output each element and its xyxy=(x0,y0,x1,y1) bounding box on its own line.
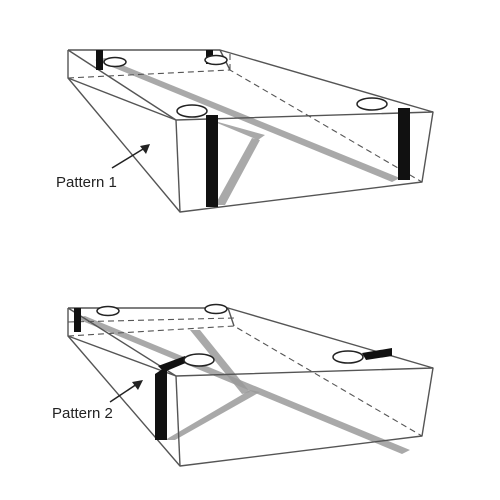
pattern-1-strap-back-left xyxy=(96,50,103,70)
pattern-2-strap-front-left xyxy=(155,366,167,440)
pattern-1-box xyxy=(67,49,434,213)
pattern-2-strap-top-left xyxy=(158,356,188,372)
pattern-1-strap-shadow-b xyxy=(210,120,265,140)
pattern-1-strap-front-right xyxy=(398,108,410,180)
pattern-2-strap-shadow-c xyxy=(190,330,250,394)
pattern-2-ring-front-left xyxy=(183,353,215,367)
pattern-2-strap-back-left xyxy=(74,308,81,332)
pattern-1-strap-shadow-c xyxy=(215,138,260,205)
pattern-1-strap-shadow-a xyxy=(95,58,400,182)
pattern-2-strap-top-right xyxy=(362,348,392,360)
pattern-1-figure xyxy=(67,49,434,213)
pattern-2-strap-shadow-b xyxy=(165,390,260,440)
pattern-1-label: Pattern 1 xyxy=(56,174,117,191)
pattern-2-label: Pattern 2 xyxy=(52,405,113,422)
pattern-2-figure xyxy=(67,303,434,467)
pattern-1-ring-front-right xyxy=(356,97,388,111)
pattern-1-ring-back-right xyxy=(204,54,228,66)
pattern-2-ring-back-left xyxy=(96,305,120,317)
pattern-2-ring-front-right xyxy=(332,350,364,364)
pattern-2-box xyxy=(67,307,434,467)
pattern-1-arrow xyxy=(111,144,150,169)
pattern-1-strap-front-left xyxy=(206,115,218,207)
pattern-1-ring-front-left xyxy=(176,104,208,118)
pattern-2-ring-back-right xyxy=(204,303,228,315)
pattern-1-ring-back-left xyxy=(103,56,127,68)
pattern-2-arrow xyxy=(109,380,143,403)
